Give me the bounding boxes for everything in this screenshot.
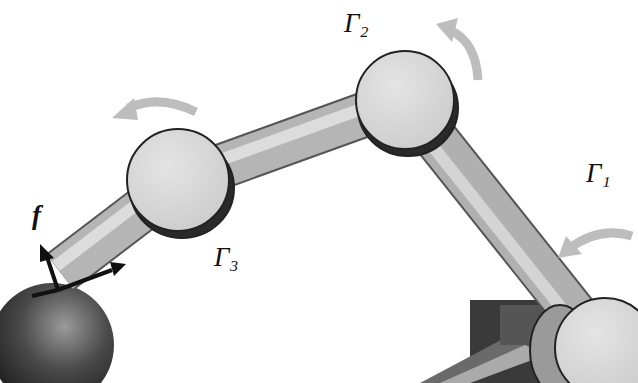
force-label: f [32,202,41,229]
force-arrows [32,244,126,296]
joint-torque-label: Γ₂ [344,10,369,37]
joint-torque-label: Γ₁ [586,160,611,187]
target-sphere [0,283,114,383]
joint-torque-label: Γ₃ [214,244,239,271]
arm-joints [127,51,638,383]
rotation-arrows [112,18,632,258]
arm-links [56,94,600,349]
